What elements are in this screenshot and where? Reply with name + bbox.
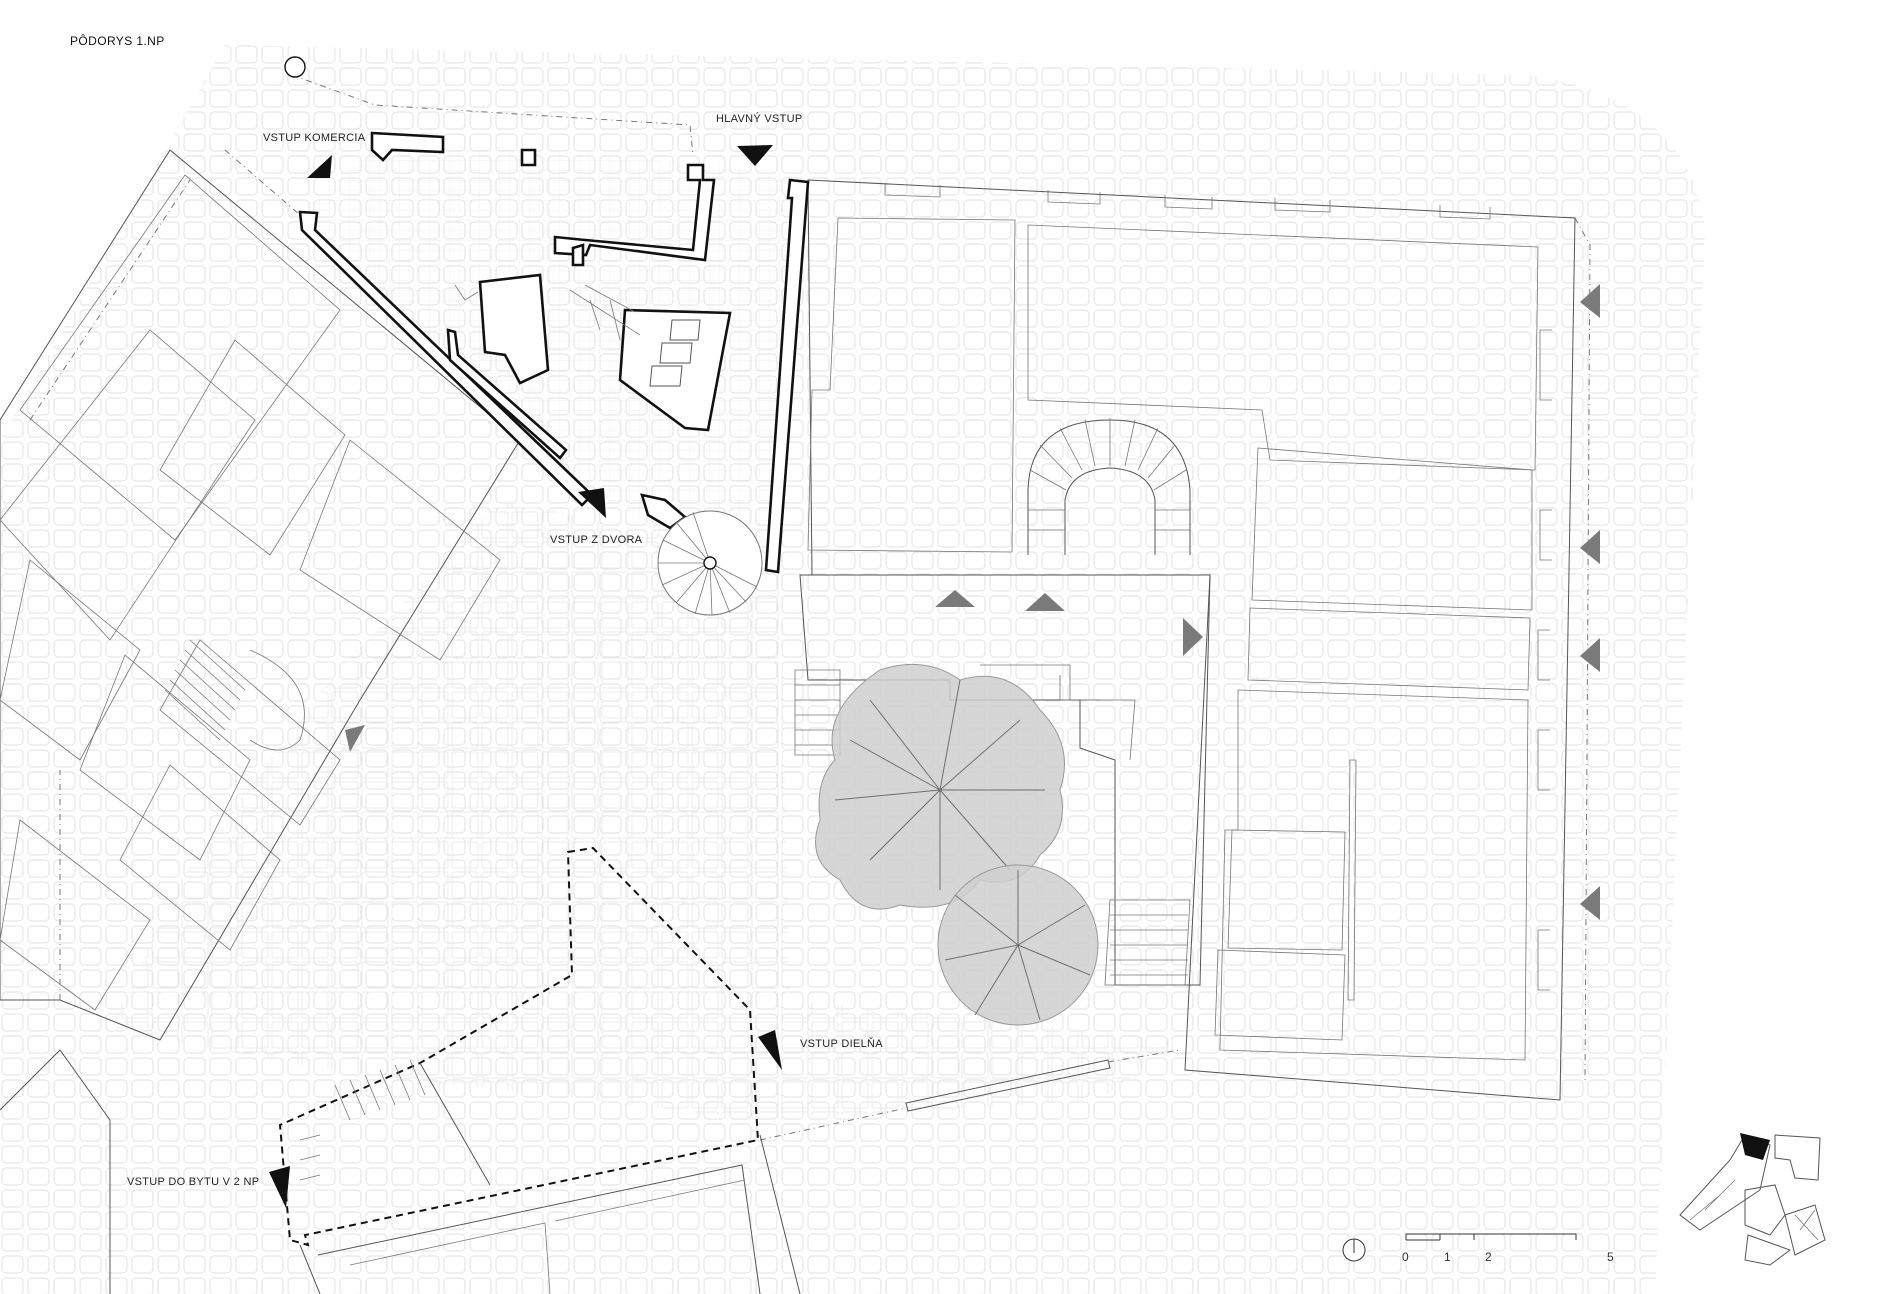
scale-bar: 0 1 2 5: [1402, 1233, 1614, 1264]
commercial-unit: [298, 131, 810, 575]
stair-core-icon: [703, 556, 717, 570]
entrance-triangle-icon: [758, 1030, 782, 1070]
entrance-triangle-icon: [269, 1166, 290, 1208]
entrance-triangle-icon: [1580, 886, 1600, 920]
label-main-entrance: HLAVNÝ VSTUP: [716, 112, 803, 125]
entrance-triangle-icon: [737, 145, 773, 166]
label-apartment-entrance: VSTUP DO BYTU V 2 NP: [127, 1176, 259, 1188]
entrance-arrows: [269, 145, 1600, 1208]
courtyard-paving: [110, 500, 1180, 1120]
scale-tick-0: 0: [1402, 1250, 1409, 1264]
main-building: [759, 179, 1591, 1141]
label-workshop-entrance: VSTUP DIELŇA: [800, 1037, 883, 1050]
windows-top: [884, 183, 1491, 220]
workshop-outline: [278, 846, 801, 1294]
label-courtyard-entrance: VSTUP Z DVORA: [550, 534, 643, 546]
spiral-stair-main: [1027, 418, 1191, 555]
scale-tick-5: 5: [1607, 1250, 1614, 1264]
entrance-triangle-icon: [1183, 618, 1203, 656]
entrance-triangle-icon: [345, 725, 365, 752]
label-entrance-commercial: VSTUP KOMERCIA: [263, 132, 366, 144]
windows-right: [1537, 329, 1552, 991]
tree-small: [937, 864, 1099, 1026]
scale-tick-1: 1: [1444, 1250, 1451, 1264]
scale-tick-2: 2: [1485, 1250, 1492, 1264]
courtyard-spiral-stair: [657, 510, 763, 616]
north-circle-icon: [284, 56, 306, 78]
north-arrow: [1342, 1238, 1366, 1262]
entrance-triangle-icon: [578, 488, 606, 518]
neighbour-stair: [164, 639, 305, 751]
entrance-triangle-icon: [1580, 530, 1600, 564]
entrance-triangle-icon: [935, 590, 975, 607]
key-plan: [1679, 1133, 1826, 1266]
neighbour-buildings-left: [0, 149, 521, 1294]
entrance-triangle-icon: [1025, 593, 1065, 611]
entrance-triangle-icon: [1580, 284, 1600, 318]
entrance-triangle-icon: [1580, 638, 1600, 672]
entrance-triangle-icon: [307, 155, 332, 178]
page-title: PÔDORYS 1.NP: [70, 33, 165, 48]
